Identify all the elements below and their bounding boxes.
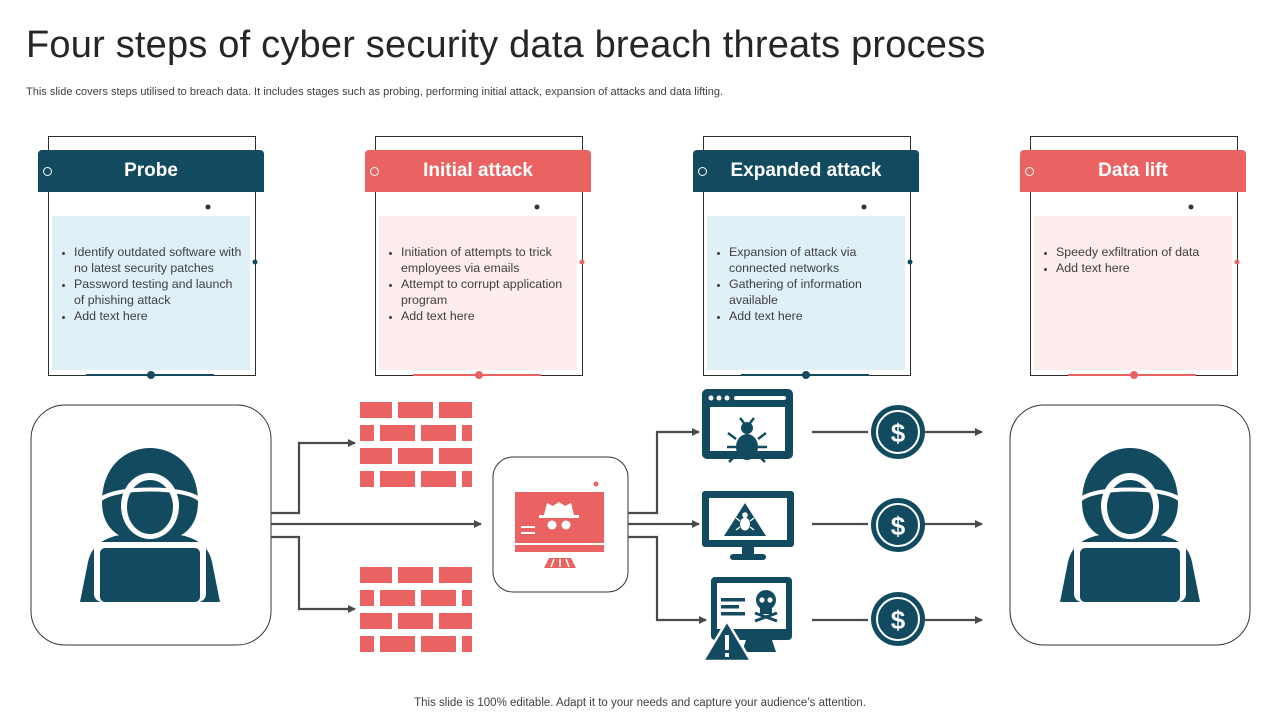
connector-lines-right: [628, 428, 707, 624]
bullet-item: Gathering of information available: [729, 276, 897, 308]
bullet-item: Add text here: [1056, 260, 1224, 276]
dollar-coin-icon: $: [871, 592, 925, 646]
brick-firewall-icon: [360, 567, 472, 652]
step-title: Expanded attack: [730, 160, 882, 181]
step-body: Speedy exfiltration of data Add text her…: [1034, 216, 1232, 370]
page-footer: This slide is 100% editable. Adapt it to…: [414, 697, 866, 709]
dollar-coin-icon: $: [871, 405, 925, 459]
bullet-item: Expansion of attack via connected networ…: [729, 244, 897, 276]
bullet-list: Identify outdated software with no lates…: [52, 216, 250, 324]
bullet-item: Add text here: [74, 308, 242, 324]
step-card-expanded-attack: Expanded attack Expansion of attack via …: [693, 136, 923, 378]
bullet-list: Expansion of attack via connected networ…: [707, 216, 905, 324]
compromised-computer-icon: [515, 481, 604, 568]
step-body: Initiation of attempts to trick employee…: [379, 216, 577, 370]
bullet-item: Add text here: [729, 308, 897, 324]
bullet-item: Attempt to corrupt application program: [401, 276, 569, 308]
connector-lines-left: [271, 439, 482, 613]
header-dot: [698, 167, 707, 176]
page-subtitle: This slide covers steps utilised to brea…: [26, 86, 724, 98]
dollar-symbol: $: [891, 511, 906, 541]
brick-firewall-icon: [360, 402, 472, 487]
bullet-list: Speedy exfiltration of data Add text her…: [1034, 216, 1232, 276]
monitor-skull-alert-icon: [700, 577, 792, 663]
step-card-initial-attack: Initial attack Initiation of attempts to…: [365, 136, 595, 378]
card-connectors: [86, 204, 1240, 379]
dollar-coin-icon: $: [871, 498, 925, 552]
payout-lines: [812, 430, 868, 622]
bullet-item: Speedy exfiltration of data: [1056, 244, 1224, 260]
bullet-item: Initiation of attempts to trick employee…: [401, 244, 569, 276]
step-title: Probe: [124, 160, 178, 181]
dollar-symbol: $: [891, 605, 906, 635]
step-title: Initial attack: [423, 160, 533, 181]
bullet-item: Add text here: [401, 308, 569, 324]
step-body: Identify outdated software with no lates…: [52, 216, 250, 370]
step-body: Expansion of attack via connected networ…: [707, 216, 905, 370]
dollar-symbol: $: [891, 418, 906, 448]
step-header-data-lift: Data lift: [1020, 150, 1246, 192]
header-dot: [43, 167, 52, 176]
step-header-probe: Probe: [38, 150, 264, 192]
browser-bug-icon: [702, 389, 793, 463]
step-title: Data lift: [1098, 160, 1168, 181]
exfiltration-arrows: [925, 428, 983, 624]
step-card-probe: Probe Identify outdated software with no…: [38, 136, 268, 378]
bullet-list: Initiation of attempts to trick employee…: [379, 216, 577, 324]
step-header-expanded-attack: Expanded attack: [693, 150, 919, 192]
bullet-item: Password testing and launch of phishing …: [74, 276, 242, 308]
bullet-item: Identify outdated software with no lates…: [74, 244, 242, 276]
monitor-malware-warning-icon: [702, 491, 794, 560]
header-dot: [1025, 167, 1034, 176]
header-dot: [370, 167, 379, 176]
step-card-data-lift: Data lift Speedy exfiltration of data Ad…: [1020, 136, 1250, 378]
step-header-initial-attack: Initial attack: [365, 150, 591, 192]
page-title: Four steps of cyber security data breach…: [26, 24, 986, 66]
